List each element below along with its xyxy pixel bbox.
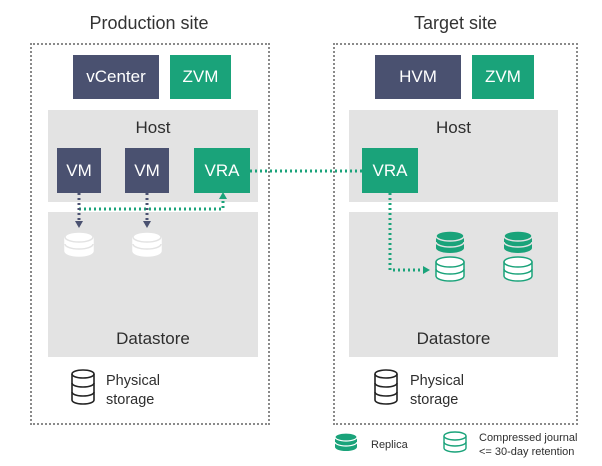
target-physical-storage-label: Physical storage (410, 373, 464, 408)
target-site-title: Target site (413, 13, 498, 33)
production-site-title: Production site (89, 13, 209, 33)
vm1-disk-icon (64, 231, 94, 257)
journal-disk-icon (503, 256, 533, 282)
target-zvm-block[interactable]: ZVM (472, 55, 534, 99)
journal-disk-icon (435, 256, 465, 282)
production-datastore-label: Datastore (116, 329, 190, 348)
target-datastore-label: Datastore (416, 329, 491, 348)
target-site-box (333, 43, 578, 425)
production-storage-stack-icon (71, 369, 95, 405)
target-storage-stack-icon (374, 369, 398, 405)
legend-journal-label: Compressed journal <= 30-day retention (479, 432, 578, 458)
vcenter-block[interactable]: vCenter (73, 55, 159, 99)
vm-to-vra-connector (79, 192, 227, 211)
vm-block-2[interactable]: VM (125, 148, 169, 193)
production-site-box (30, 43, 270, 425)
vm2-disk-icon (132, 231, 162, 257)
vm-block-1[interactable]: VM (57, 148, 101, 193)
target-host-label: Host (436, 118, 471, 137)
legend-replica-icon (334, 432, 358, 451)
legend-journal-icon (443, 431, 467, 453)
target-vra-block[interactable]: VRA (362, 148, 418, 193)
production-vra-block[interactable]: VRA (194, 148, 250, 193)
production-zvm-block[interactable]: ZVM (170, 55, 231, 99)
production-physical-storage-label: Physical storage (106, 373, 160, 408)
replica-disk-icon (503, 230, 533, 253)
replica-disk-icon (435, 230, 465, 253)
legend-replica-label: Replica (371, 439, 408, 451)
hvm-block[interactable]: HVM (375, 55, 461, 99)
vra-to-journal-connector (388, 193, 430, 274)
production-host-label: Host (135, 118, 171, 137)
